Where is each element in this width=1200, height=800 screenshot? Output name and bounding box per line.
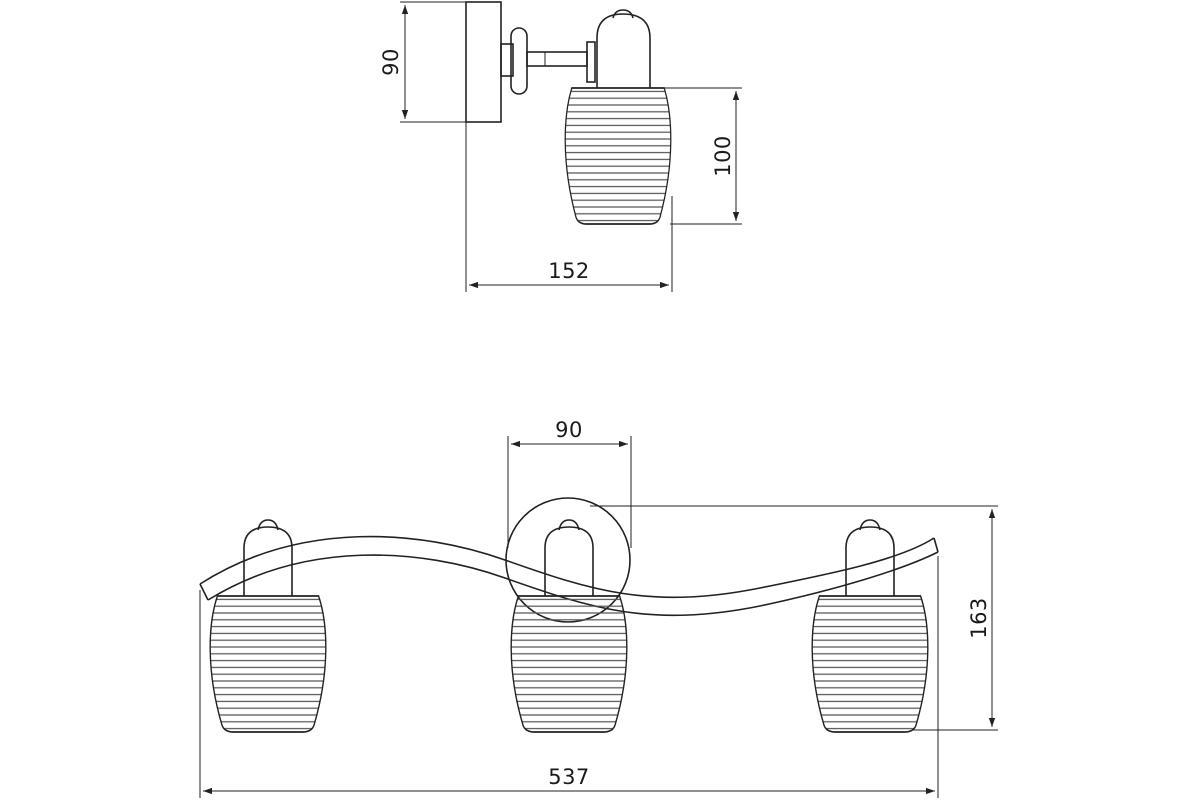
lamp-left (209, 519, 327, 733)
side-depth-dimension: 152 (548, 259, 590, 283)
side-height-dimension: 90 (379, 48, 403, 76)
curved-bar (199, 535, 935, 599)
front-base-width-dimension: 90 (555, 418, 583, 442)
lamp-right (811, 519, 929, 733)
lampholder-cap (596, 13, 651, 88)
front-view: 90 163 537 (199, 418, 998, 798)
lampholder-plate (586, 41, 596, 83)
mount-bracket (500, 43, 514, 77)
arm-rod (526, 51, 588, 67)
front-height-dimension: 163 (967, 597, 991, 639)
front-total-width-dimension: 537 (548, 765, 590, 789)
side-view: 90 100 152 (379, 1, 742, 292)
side-shade-height-dimension: 100 (711, 135, 735, 177)
wall-plate (465, 1, 502, 123)
side-shade (564, 87, 672, 225)
lamp-center (510, 519, 628, 733)
